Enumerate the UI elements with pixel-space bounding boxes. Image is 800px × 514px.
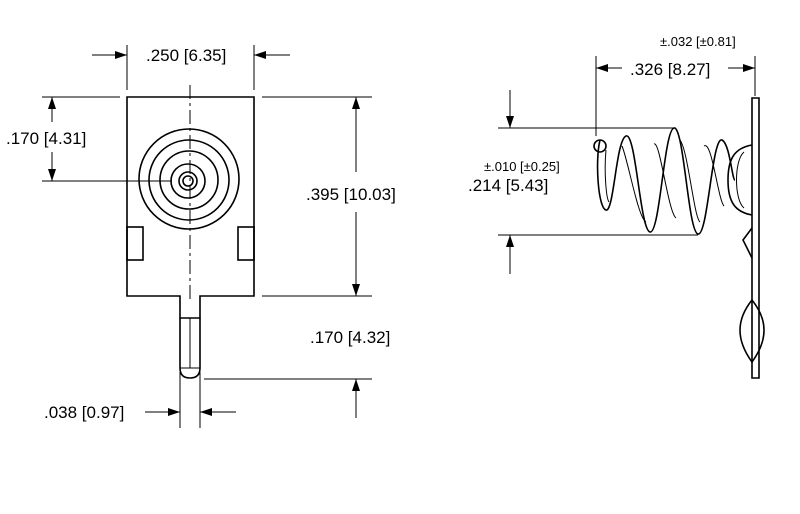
width-arrow-left — [115, 51, 127, 59]
left-height-label: .170 [4.31] — [6, 129, 86, 148]
pin-width-arrow-left — [168, 408, 180, 416]
side-view: ±.032 [±0.81] .326 [8.27] ±.010 [±0.25] … — [468, 34, 765, 379]
pin-width-label: .038 [0.97] — [44, 403, 124, 422]
front-view: .250 [6.35] .170 [4.31] .395 [10.03] .17… — [6, 45, 396, 428]
side-plate — [751, 97, 760, 379]
body-height-arrow-top — [352, 97, 360, 109]
body-height-label: .395 [10.03] — [306, 185, 396, 204]
side-length-arrow-left — [596, 64, 608, 72]
right-notch — [237, 226, 255, 261]
side-tolerance-label: ±.032 [±0.81] — [660, 34, 736, 49]
left-height-arrow-bottom — [48, 169, 56, 181]
pin-length-arrow — [352, 379, 360, 391]
spring-diameter-label: .214 [5.43] — [468, 176, 548, 195]
spring-inner-circle — [159, 150, 219, 210]
pin-width-arrow-right — [200, 408, 212, 416]
side-lance — [742, 227, 753, 259]
spring-outer-circle — [138, 128, 240, 230]
spring-coil — [596, 127, 736, 235]
left-height-arrow-top — [48, 97, 56, 109]
spring-base-cup-inner — [736, 151, 745, 209]
width-top-label: .250 [6.35] — [146, 46, 226, 65]
spring-core-circle — [170, 163, 206, 199]
side-length-arrow-right — [743, 64, 755, 72]
spring-dia-arrow-bottom — [506, 235, 514, 247]
left-notch — [126, 226, 144, 261]
spring-coil-inner — [604, 139, 725, 223]
body-height-arrow-bottom — [352, 284, 360, 296]
side-tail-loop — [739, 299, 765, 364]
spring-base-cup — [727, 144, 753, 216]
pin-length-label: .170 [4.32] — [310, 328, 390, 347]
spring-mid-circle — [148, 139, 230, 221]
spring-end-ring — [593, 139, 607, 153]
side-length-label: .326 [8.27] — [630, 60, 710, 79]
width-arrow-right — [254, 51, 266, 59]
spring-center-inner — [182, 175, 194, 187]
spring-dia-arrow-top — [506, 116, 514, 128]
front-pin — [179, 318, 201, 379]
spring-tolerance-label: ±.010 [±0.25] — [484, 159, 560, 174]
spring-center-outer — [178, 171, 198, 191]
